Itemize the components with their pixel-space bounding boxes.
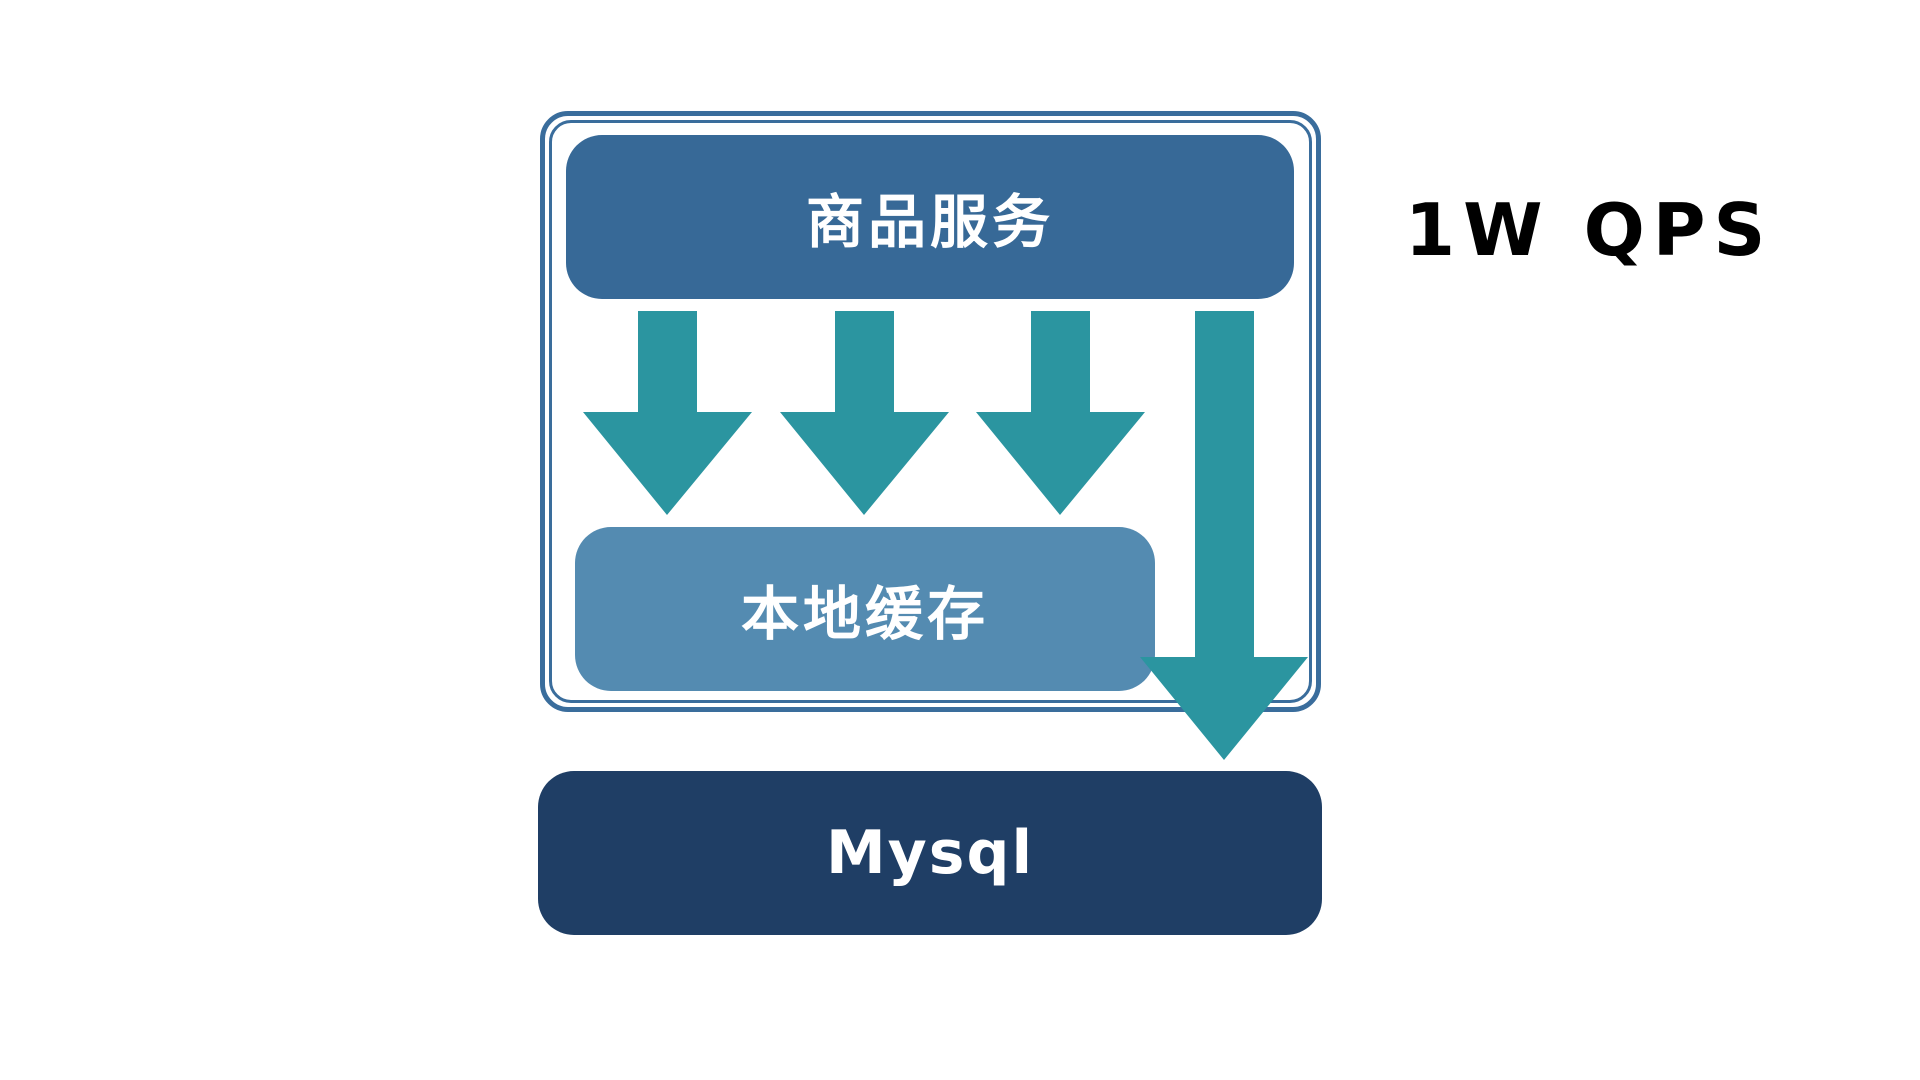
mysql-label: Mysql: [825, 818, 1035, 888]
qps-label: 1W QPS: [1405, 188, 1774, 272]
service-boundary-inner: [549, 120, 1312, 703]
mysql-box: Mysql: [538, 771, 1322, 935]
local-cache-label: 本地缓存: [740, 580, 989, 648]
product-service-box: 商品服务: [566, 135, 1294, 299]
product-service-label: 商品服务: [805, 188, 1054, 256]
local-cache-box: 本地缓存: [575, 527, 1155, 691]
service-boundary-outer: [540, 111, 1321, 712]
